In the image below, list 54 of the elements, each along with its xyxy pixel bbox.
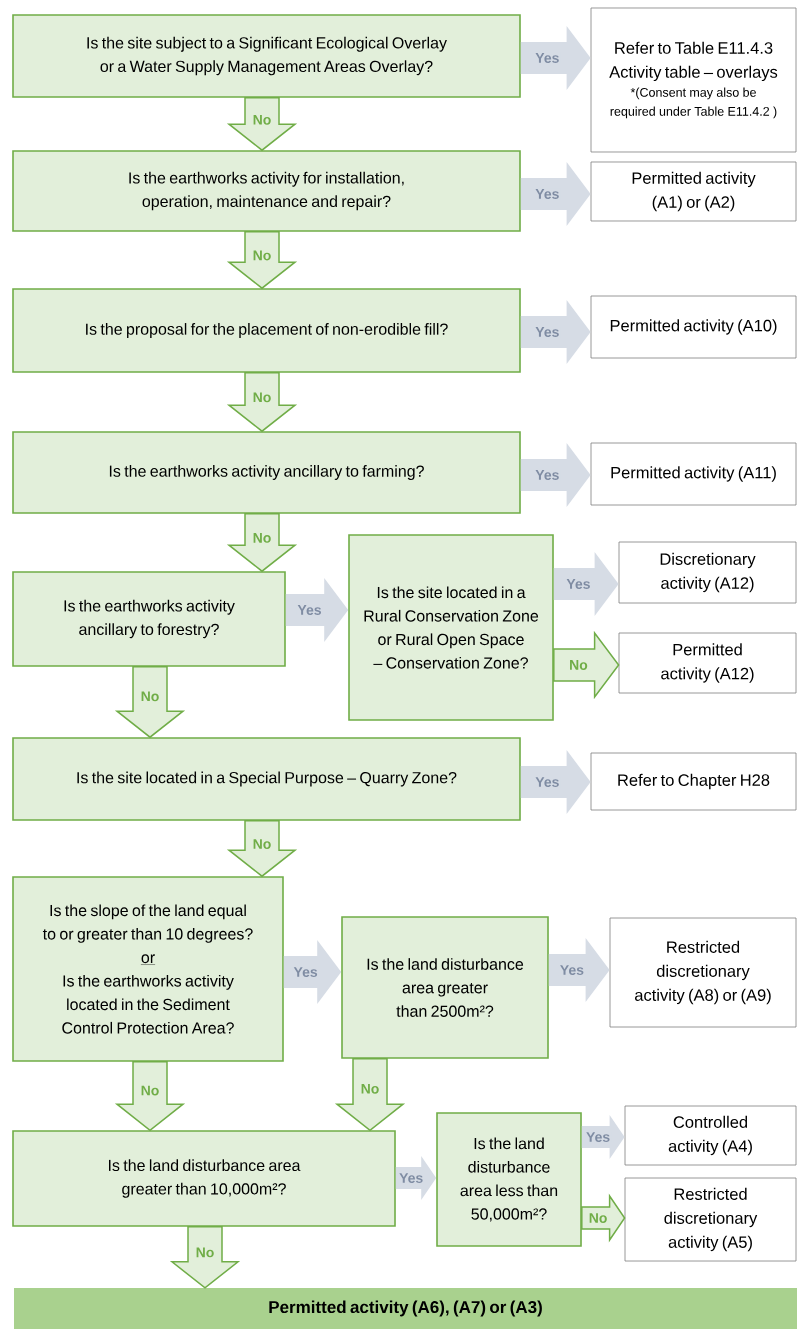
question-box: Is the earthworks activity for installation, operation, maintenance and repair? xyxy=(12,150,521,232)
edge-label: No xyxy=(587,1212,609,1224)
question-box: Is the proposal for the placement of non-erodible fill? xyxy=(12,288,521,373)
result-box: Restricted discretionary activity (A5) xyxy=(624,1177,797,1262)
block-arrow xyxy=(226,372,298,433)
block-arrow xyxy=(553,630,620,700)
block-arrow xyxy=(169,1226,241,1289)
edge-label: Yes xyxy=(398,1172,425,1184)
edge-label: No xyxy=(251,532,273,544)
outcome-bar: Permitted activity (A6), (A7) or (A3) xyxy=(14,1288,797,1329)
block-arrow xyxy=(226,513,298,573)
question-box: Is the slope of the land equal to or greater than 10 degrees? or Is the earthworks activity located in the Sediment Control Protection Area? xyxy=(12,876,284,1062)
edge-label: Yes xyxy=(296,604,323,616)
block-arrow xyxy=(114,666,186,739)
result-box: Permitted activity (A11) xyxy=(590,442,797,506)
result-box: Permitted activity (A10) xyxy=(590,295,797,359)
question-box: Is the site located in a Rural Conservation Zone or Rural Open Space – Conservation Zone? xyxy=(348,534,554,721)
result-box: Permitted activity (A1) or (A2) xyxy=(590,161,797,222)
block-arrow xyxy=(226,231,298,290)
edge-label: Yes xyxy=(585,1131,612,1143)
edge-label: Yes xyxy=(534,776,561,788)
question-box: Is the earthworks activity ancillary to forestry? xyxy=(12,571,286,667)
result-box: Restricted discretionary activity (A8) or (A9) xyxy=(609,917,797,1028)
edge-label: Yes xyxy=(534,188,561,200)
block-arrow xyxy=(114,1061,186,1132)
block-arrow xyxy=(520,162,591,226)
edge-label: Yes xyxy=(534,326,561,338)
block-arrow xyxy=(520,26,591,90)
block-arrow xyxy=(520,750,591,814)
edge-label: Yes xyxy=(534,52,561,64)
edge-label: Yes xyxy=(292,966,319,978)
block-arrow xyxy=(520,300,591,364)
result-box: Discretionary activity (A12) xyxy=(618,541,797,604)
block-arrow xyxy=(520,443,591,507)
edge-label: No xyxy=(251,391,273,404)
question-box: Is the land disturbance area greater than 10,000m²? xyxy=(12,1130,396,1227)
question-box: Is the site located in a Special Purpose – Quarry Zone? xyxy=(12,737,521,821)
result-box: Controlled activity (A4) xyxy=(624,1105,797,1166)
question-box: Is the land disturbance area greater than 2500m²? xyxy=(341,916,549,1059)
result-box: Refer to Chapter H28 xyxy=(590,752,797,811)
edge-label: No xyxy=(251,838,273,850)
block-arrow xyxy=(334,1058,406,1132)
question-box: Is the site subject to a Significant Ecological Overlay or a Water Supply Management Areas Overlay? xyxy=(12,14,521,98)
question-box: Is the earthworks activity ancillary to farming? xyxy=(12,431,521,514)
edge-label: No xyxy=(139,690,161,703)
result-box: Permitted activity (A12) xyxy=(618,632,797,694)
block-arrow xyxy=(226,97,298,152)
edge-label: Yes xyxy=(534,469,561,481)
result-box: Refer to Table E11.4.3 Activity table – overlays *(Consent may also be required under Table E11.4.2 ) xyxy=(590,7,797,153)
edge-label: No xyxy=(568,659,589,671)
question-box: Is the land disturbance area less than 50,000m²? xyxy=(436,1112,582,1247)
edge-label: Yes xyxy=(558,964,585,976)
block-arrow xyxy=(226,820,298,878)
edge-label: Yes xyxy=(565,578,592,590)
